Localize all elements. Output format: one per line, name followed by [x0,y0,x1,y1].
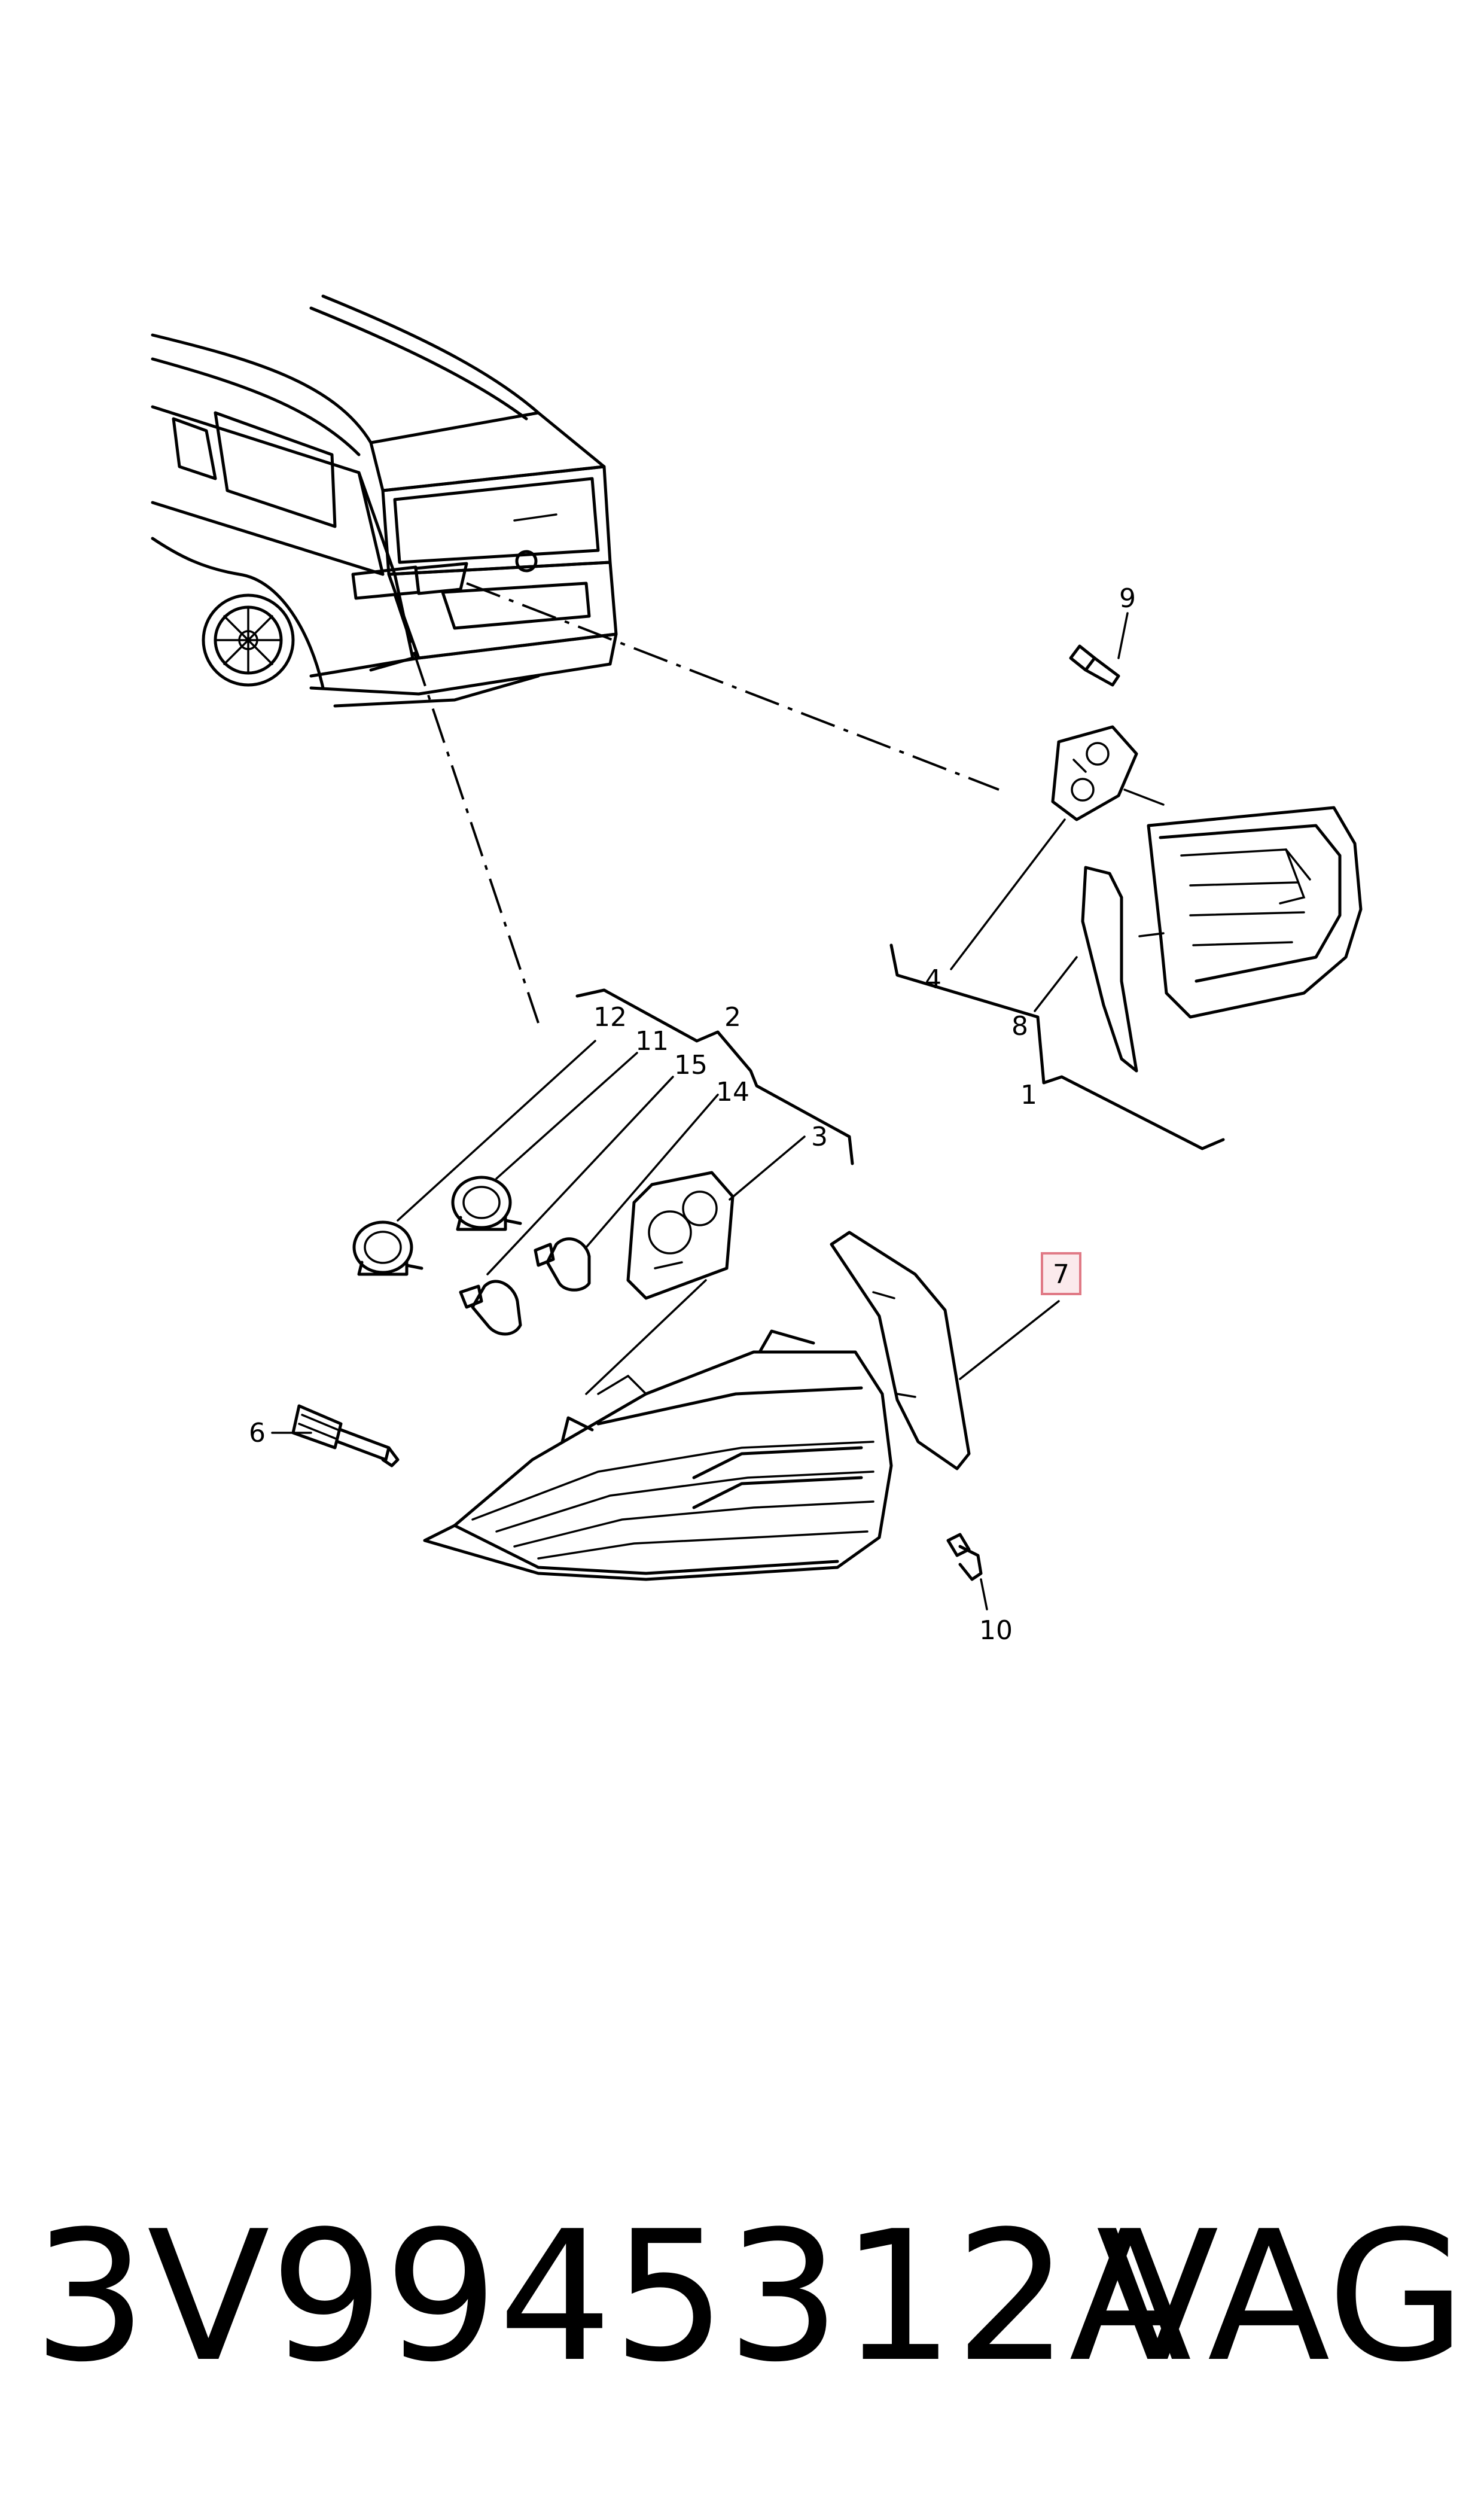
callout-6: 6 [249,1418,266,1448]
callout-7: 7 [1053,1259,1069,1290]
leader-11 [495,1052,638,1180]
screw-10-icon [946,1533,983,1581]
leader-3-dash [585,1279,707,1395]
leader-7 [959,1300,1060,1380]
highlight-box-7 [1041,1252,1081,1295]
leader-12 [397,1040,596,1222]
callout-1: 1 [1020,1080,1037,1110]
callout-10: 10 [979,1615,1013,1646]
part-number: 3V9945312A [33,2193,1192,2401]
bulb-holder-3-icon [626,1171,735,1300]
leader-9 [1117,612,1129,659]
leader-3 [729,1135,806,1201]
callout-12: 12 [593,1002,627,1033]
leader-line-lower [394,595,540,1024]
brand-name: VAG [1096,2193,1466,2401]
callout-4: 4 [925,964,941,995]
bracket-group-1 [889,943,1225,1150]
bracket-group-2 [575,988,854,1165]
leader-8 [1034,956,1078,1012]
seal-strip-8-icon [1081,866,1138,1073]
bolt-9-icon [1069,644,1120,687]
callout-2: 2 [724,1002,741,1033]
leader-14 [585,1094,719,1249]
bulb-15-icon [459,1280,522,1336]
outer-tail-lamp-2-icon [423,1329,893,1581]
leader-line-upper [466,582,1000,791]
leader-1a [1123,788,1165,806]
leader-1b [1138,932,1165,937]
car-illustration [151,294,618,708]
bulb-14-icon [534,1237,591,1292]
cover-7-icon [830,1231,971,1470]
callout-11: 11 [635,1026,669,1056]
bulb-socket-11-icon [451,1176,522,1231]
bulb-socket-12-icon [352,1220,423,1276]
leader-15 [486,1076,674,1275]
leader-10 [980,1578,988,1610]
connector-6-icon [291,1404,400,1467]
callout-3: 3 [811,1122,828,1152]
callout-8: 8 [1011,1011,1028,1042]
callout-15: 15 [674,1050,708,1080]
leader-4 [950,818,1066,970]
callout-14: 14 [716,1077,749,1107]
plate-4-icon [1051,725,1138,821]
callout-9: 9 [1119,583,1136,614]
inner-tail-lamp-1-icon [1147,806,1363,1019]
